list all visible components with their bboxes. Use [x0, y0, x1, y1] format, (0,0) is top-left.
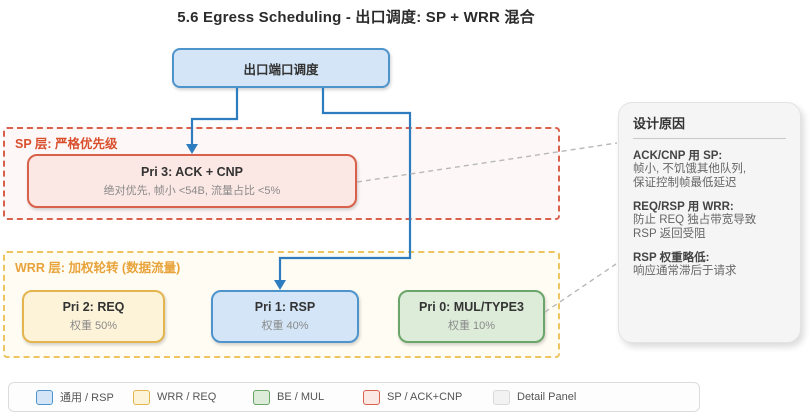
legend-bar: 通用 / RSP WRR / REQ BE / MUL SP / ACK+CNP…: [8, 382, 700, 412]
node-pri1-title: Pri 1: RSP: [254, 300, 316, 314]
node-pri0-subtitle: 权重 10%: [447, 320, 496, 332]
legend-label: SP / ACK+CNP: [387, 391, 463, 403]
section-line: 帧小, 不饥饿其他队列,: [633, 163, 747, 175]
node-pri2-title: Pri 2: REQ: [62, 300, 125, 314]
legend-label: 通用 / RSP: [60, 392, 114, 404]
node-pri1-subtitle: 权重 40%: [261, 320, 309, 332]
node-egress-port-scheduler-label: 出口端口调度: [243, 62, 319, 77]
node-pri2-subtitle: 权重 50%: [69, 320, 118, 332]
diagram-title: 5.6 Egress Scheduling - 出口调度: SP + WRR 混…: [177, 9, 535, 26]
legend-item-mul: BE / MUL: [253, 383, 324, 411]
detail-panel-section-ack-cnp: ACK/CNP 用 SP: 帧小, 不饥饿其他队列, 保证控制帧最低延迟: [633, 149, 786, 190]
legend-label: BE / MUL: [277, 391, 325, 403]
legend-item-sp: SP / ACK+CNP: [363, 383, 462, 411]
section-line: 保证控制帧最低延迟: [633, 176, 737, 189]
legend-label: Detail Panel: [517, 391, 577, 403]
legend-item-detail-panel: Detail Panel: [493, 383, 576, 411]
detail-panel-section-rsp-weight: RSP 权重略低: 响应通常滞后于请求: [633, 251, 786, 279]
node-pri3-title: Pri 3: ACK + CNP: [141, 164, 243, 179]
legend-swatch-green: [253, 389, 270, 405]
detail-panel-section-req-rsp: REQ/RSP 用 WRR: 防止 REQ 独占带宽导致 RSP 返回受阻: [633, 200, 786, 241]
node-pri3-ack-cnp: Pri 3: ACK + CNP 绝对优先, 帧小 <54B, 流量占比 <5%: [27, 154, 357, 208]
legend-label: WRR / REQ: [157, 391, 217, 403]
node-pri1-rsp: Pri 1: RSP 权重 40%: [211, 290, 359, 343]
section-lead: ACK/CNP 用 SP:: [633, 150, 723, 162]
section-line: RSP 返回受阻: [633, 227, 706, 240]
detail-panel-title: 设计原因: [633, 116, 686, 131]
legend-item-req: WRR / REQ: [133, 383, 216, 411]
node-pri3-subtitle: 绝对优先, 帧小 <54B, 流量占比 <5%: [103, 184, 281, 197]
detail-panel: 设计原因 ACK/CNP 用 SP: 帧小, 不饥饿其他队列, 保证控制帧最低延…: [618, 102, 801, 343]
legend-swatch-gray: [493, 389, 510, 405]
legend-swatch-yellow: [133, 389, 150, 405]
node-pri0-mul-type3: Pri 0: MUL/TYPE3 权重 10%: [398, 290, 545, 343]
detail-panel-divider: [633, 138, 786, 139]
section-lead: REQ/RSP 用 WRR:: [633, 201, 734, 213]
wrr-layer-label: WRR 层: 加权轮转 (数据流量): [15, 261, 181, 275]
section-lead: RSP 权重略低:: [633, 252, 710, 264]
legend-swatch-red: [363, 389, 380, 405]
legend-swatch-blue: [36, 389, 53, 405]
section-line: 防止 REQ 独占带宽导致: [633, 214, 757, 226]
node-egress-port-scheduler: 出口端口调度: [172, 48, 390, 88]
sp-layer-label: SP 层: 严格优先级: [15, 137, 118, 151]
section-line: 响应通常滞后于请求: [633, 265, 737, 277]
node-pri0-title: Pri 0: MUL/TYPE3: [419, 300, 524, 314]
legend-item-rsp: 通用 / RSP: [36, 383, 114, 411]
node-pri2-req: Pri 2: REQ 权重 50%: [22, 290, 165, 343]
